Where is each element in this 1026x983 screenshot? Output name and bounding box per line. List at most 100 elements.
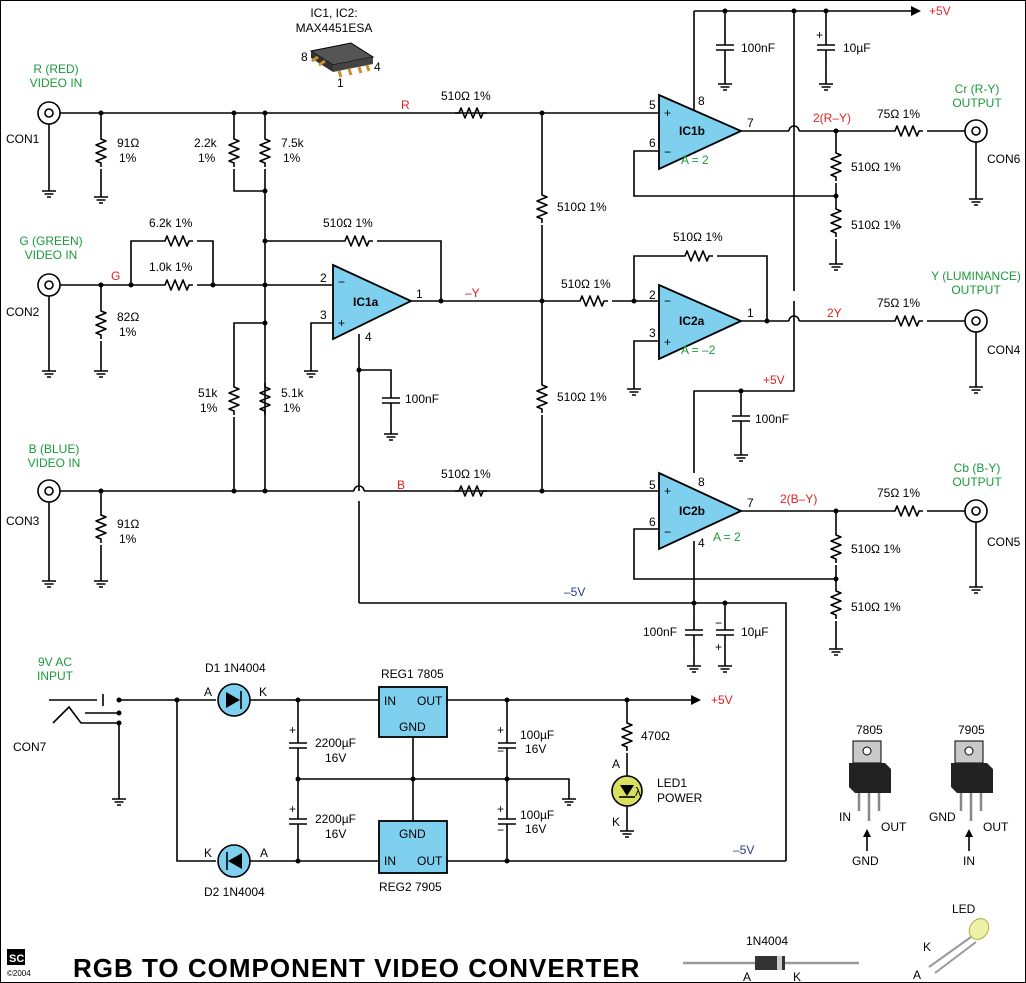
input-g-label2: VIDEO IN: [25, 248, 78, 262]
ic2b-name: IC2b: [679, 504, 705, 518]
r51k-pct: 1%: [200, 401, 218, 415]
out-y-label1: Y (LUMINANCE): [931, 269, 1021, 283]
cap-c100n-ic2b: 100nF: [755, 412, 789, 426]
r510-cb2: 510Ω 1%: [851, 600, 901, 614]
r82-pct: 1%: [119, 325, 137, 339]
con1-jack-icon: [37, 101, 61, 125]
jack-label: CON7: [13, 740, 47, 754]
r75k-pct: 1%: [283, 151, 301, 165]
legend-diode-a: A: [743, 970, 751, 982]
cap-c10u-top: 10µF: [843, 41, 871, 55]
r510-fb1: 510Ω 1%: [323, 216, 373, 230]
svg-text:+: +: [664, 484, 671, 498]
reg1-in: IN: [384, 694, 396, 708]
input-r-label1: R (RED): [33, 62, 78, 76]
ic-note-line1: IC1, IC2:: [310, 6, 357, 20]
con5-jack-icon: [964, 499, 988, 523]
ic2a-pin2: 2: [649, 288, 656, 302]
d1-k: K: [259, 685, 267, 699]
con4-jack-icon: [964, 309, 988, 333]
r10k: 1.0k 1%: [149, 260, 193, 274]
con6-label: CON6: [987, 152, 1021, 166]
sc-logo: SC: [7, 949, 25, 965]
reg2-out: OUT: [417, 854, 443, 868]
c100u-a: 100µF: [520, 728, 554, 742]
r91-a-pct: 1%: [119, 151, 137, 165]
reg1-label: REG1 7805: [381, 667, 444, 681]
svg-text:+: +: [338, 316, 345, 330]
ic2b-opamp: [658, 471, 744, 551]
pkg-pin4: 4: [374, 60, 381, 74]
r75-cb: 75Ω 1%: [877, 486, 920, 500]
r22k: 2.2k: [194, 136, 218, 150]
regulator-7905-icon: [951, 740, 993, 821]
legend-7905: 7905: [958, 723, 985, 737]
legend-7805-gnd: GND: [852, 854, 879, 868]
rail-neg-mid: –5V: [564, 585, 585, 599]
reg1-gnd: GND: [399, 720, 426, 734]
r51k: 51k: [198, 386, 218, 400]
out-y-label2: OUTPUT: [951, 283, 1001, 297]
svg-text:−: −: [715, 616, 722, 630]
r510-y-fb: 510Ω 1%: [673, 230, 723, 244]
r51k2: 5.1k: [281, 386, 305, 400]
r510-cr1: 510Ω 1%: [851, 160, 901, 174]
ic1b-pin8: 8: [698, 94, 705, 108]
ic-note-line2: MAX4451ESA: [296, 21, 373, 35]
led1-a: A: [612, 757, 620, 771]
diagram-title: RGB TO COMPONENT VIDEO CONVERTER: [73, 953, 640, 982]
con3-jack-icon: [37, 479, 61, 503]
r75-y: 75Ω 1%: [877, 296, 920, 310]
signal-neg-y: –Y: [465, 286, 480, 300]
r62k: 6.2k 1%: [149, 216, 193, 230]
svg-text:−: −: [338, 275, 345, 289]
ic1a-name: IC1a: [353, 295, 379, 309]
r75k: 7.5k: [281, 136, 305, 150]
d2-a: A: [260, 846, 268, 860]
led1-lambda: λ: [635, 785, 641, 799]
cap-c100n-top: 100nF: [741, 41, 775, 55]
legend-7805: 7805: [856, 723, 883, 737]
diode-1n4004-icon: [683, 956, 859, 970]
ac-input-label1: 9V AC: [38, 655, 72, 669]
con2-label: CON2: [6, 305, 40, 319]
svg-text:−: −: [664, 145, 671, 159]
rail-pos-psu: +5V: [711, 693, 733, 707]
d2-diode-icon: [217, 844, 251, 878]
r22k-pct: 1%: [198, 151, 216, 165]
ic2b-pin5: 5: [649, 478, 656, 492]
ic1a-pin3: 3: [320, 308, 327, 322]
ic2a-pin1: 1: [747, 306, 754, 320]
input-b-label1: B (BLUE): [29, 442, 80, 456]
led1-label: LED1: [657, 776, 687, 790]
legend-led: LED: [952, 902, 976, 916]
reg1-out: OUT: [417, 694, 443, 708]
r91-b-pct: 1%: [119, 532, 137, 546]
legend-7805-out: OUT: [881, 820, 907, 834]
reg2-gnd: GND: [399, 827, 426, 841]
signal-2ry: 2(R–Y): [813, 111, 851, 125]
signal-g: G: [111, 269, 120, 283]
signal-2by: 2(B–Y): [780, 492, 817, 506]
rail-pos-top: +5V: [929, 4, 951, 18]
regulator-7805-icon: [849, 740, 891, 821]
r510-b: 510Ω 1%: [441, 467, 491, 481]
con3-label: CON3: [6, 514, 40, 528]
ic-package-icon: [309, 42, 375, 78]
out-cr-label2: OUTPUT: [952, 96, 1002, 110]
r510-r: 510Ω 1%: [441, 89, 491, 103]
c2200-b-v: 16V: [325, 827, 346, 841]
r75-cr: 75Ω 1%: [877, 107, 920, 121]
legend-7805-in: IN: [839, 810, 851, 824]
c100u-b-v: 16V: [525, 822, 546, 836]
legend-diode: 1N4004: [746, 934, 788, 948]
signal-b: B: [397, 478, 405, 492]
cap-c10u-neg: 10µF: [741, 625, 769, 639]
c2200-a-v: 16V: [325, 751, 346, 765]
svg-text:+: +: [664, 335, 671, 349]
out-cb-label2: OUTPUT: [952, 475, 1002, 489]
con4-label: CON4: [987, 343, 1021, 357]
d1-diode-icon: [217, 683, 251, 717]
ic2b-pin6: 6: [649, 515, 656, 529]
